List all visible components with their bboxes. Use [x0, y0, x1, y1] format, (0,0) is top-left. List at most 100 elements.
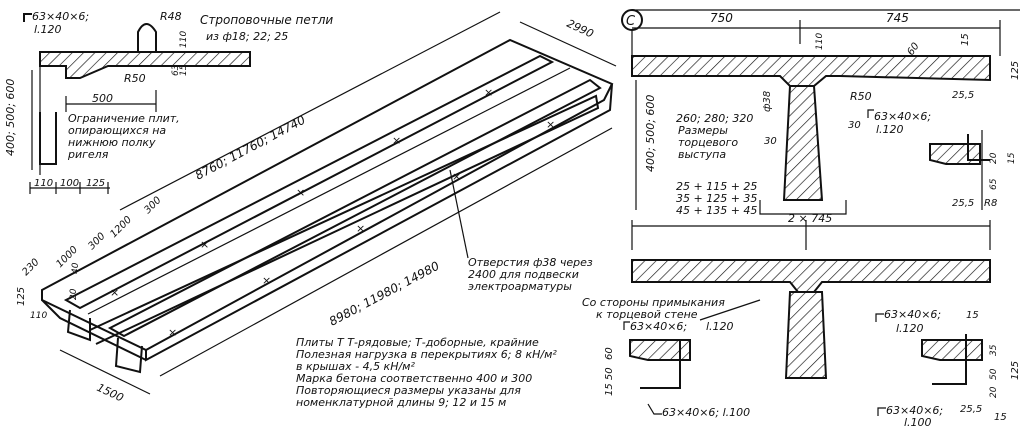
end-dims-3: торцевого — [678, 136, 738, 149]
dim-110: 110 — [30, 311, 47, 321]
rib-web — [782, 85, 824, 201]
angle4-b: l.100 — [904, 416, 932, 429]
angle-label-a: 63×40×6; — [32, 10, 89, 23]
r48-label: R48 — [160, 10, 182, 23]
angle-b: l.120 — [876, 123, 904, 136]
dim-300a: 300 — [142, 195, 163, 216]
section-top-right: С 750 745 110 60 15 125 R50 25,5 400; 50… — [621, 9, 1021, 217]
length-lower: 8980; 11980; 14980 — [327, 259, 442, 329]
dim-60: 60 — [604, 347, 615, 360]
note-3: в крышах - 4,5 кН/м² — [296, 360, 415, 373]
notes: Плиты Т Т-рядовые; Т-доборные, крайние П… — [296, 336, 557, 409]
dim-15-50: 15 50 — [604, 367, 615, 396]
dim-20: 20 — [69, 288, 79, 300]
angle-label-b: l.120 — [34, 23, 62, 36]
svg-text:×: × — [546, 118, 555, 131]
dim-15: 15 — [966, 310, 979, 321]
angle-detail-right — [921, 339, 983, 361]
dim-63: 63 — [171, 64, 181, 76]
height-dims: 400; 500; 600 — [644, 95, 657, 172]
svg-text:×: × — [392, 134, 401, 147]
dim-500: 500 — [92, 92, 113, 105]
dim-65: 65 — [989, 178, 999, 190]
end-dims-1: 260; 280; 320 — [676, 112, 753, 125]
dim-15b: 15 — [1007, 152, 1017, 164]
double-tee-flange — [631, 259, 991, 293]
length-upper: 8760; 11760; 14740 — [193, 113, 308, 183]
width-2990: 2990 — [565, 17, 596, 41]
note-2: Полезная нагрузка в перекрытиях 6; 8 кН/… — [296, 348, 557, 361]
dim-15: 15 — [960, 33, 971, 46]
note-6: номенклатурной длины 9; 12 и 15 м — [296, 396, 506, 409]
dim-30b: 30 — [848, 120, 861, 131]
angle-a: 63×40×6; — [874, 110, 931, 123]
dim-100: 100 — [60, 178, 79, 189]
r50-label: R50 — [850, 90, 872, 103]
angle1-a: 63×40×6; — [630, 320, 687, 333]
dim-1200: 1200 — [108, 214, 134, 240]
limit-note-2: опирающихся на — [68, 124, 166, 137]
height-dims: 400; 500; 600 — [4, 79, 17, 156]
angle1-b: l.120 — [706, 320, 734, 333]
dim-750: 750 — [710, 11, 733, 25]
dim-50: 50 — [989, 368, 999, 380]
dim-1500: 1500 — [95, 381, 126, 405]
dim-25-5b: 25,5 — [952, 198, 974, 209]
dim-110: 110 — [815, 33, 825, 50]
dim-30a: 30 — [764, 136, 777, 147]
svg-text:×: × — [296, 186, 305, 199]
dim-745: 745 — [886, 11, 909, 25]
angle3-b: l.120 — [896, 322, 924, 335]
rib-dims-2: 35 + 125 + 35 — [676, 192, 757, 205]
holes-note-3: электроарматуры — [468, 280, 572, 293]
side-note-1: Со стороны примыкания — [582, 296, 725, 309]
dim-125: 125 — [1010, 361, 1021, 380]
section-bottom-right: 2 × 745 Со стороны примыкания к торцевой… — [582, 212, 1021, 429]
angle2: 63×40×6; l.100 — [662, 406, 750, 419]
double-tee-rib — [784, 291, 828, 379]
end-dims-2: Размеры — [678, 124, 728, 137]
svg-text:×: × — [262, 274, 271, 287]
dim-2x745: 2 × 745 — [788, 212, 832, 225]
svg-text:×: × — [452, 170, 461, 183]
axis-mark: С — [626, 14, 636, 29]
rib-upper — [63, 54, 555, 310]
note-1: Плиты Т Т-рядовые; Т-доборные, крайние — [296, 336, 539, 349]
slab-outline — [41, 38, 614, 352]
hole-38: ф38 — [762, 91, 773, 112]
hole-markers: × × × × × × × × × × — [110, 86, 555, 339]
note-4: Марка бетона соответственно 400 и 300 — [296, 372, 532, 385]
rib-dims-3: 45 + 135 + 45 — [676, 204, 757, 217]
dim-25-5: 25,5 — [952, 90, 974, 101]
angle4-a: 63×40×6; — [886, 404, 943, 417]
dim-125: 125 — [16, 287, 27, 306]
dim-125: 125 — [86, 178, 105, 189]
limit-note-1: Ограничение плит, — [68, 112, 180, 125]
dim-20: 20 — [989, 152, 999, 164]
svg-text:×: × — [356, 222, 365, 235]
note-5: Повторяющиеся размеры указаны для — [296, 384, 521, 397]
loops-sizes: из ф18; 22; 25 — [206, 30, 288, 43]
r50-label: R50 — [124, 72, 146, 85]
side-note-2: к торцевой стене — [596, 308, 698, 321]
svg-text:×: × — [110, 286, 119, 299]
angle3-a: 63×40×6; — [884, 308, 941, 321]
r8: R8 — [984, 198, 997, 209]
dim-20: 20 — [989, 386, 999, 398]
dim-300b: 300 — [86, 231, 107, 252]
limit-note-3: нижнюю полку — [68, 136, 156, 149]
svg-text:×: × — [168, 326, 177, 339]
lifting-loop — [137, 23, 157, 52]
detail-top-left: 63×40×6; l.120 R48 Строповочные петли из… — [4, 10, 333, 194]
rib-dims-1: 25 + 115 + 25 — [676, 180, 757, 193]
dim-40: 40 — [71, 262, 81, 274]
top-flange — [631, 55, 991, 87]
svg-text:×: × — [484, 86, 493, 99]
svg-text:×: × — [200, 238, 209, 251]
end-dims-4: выступа — [678, 148, 726, 161]
dim-110b: 110 — [34, 178, 53, 189]
dim-110: 110 — [179, 31, 189, 48]
dim-15: 15 — [179, 64, 189, 76]
dim-125: 125 — [1010, 61, 1021, 80]
dim-230: 230 — [20, 257, 41, 278]
